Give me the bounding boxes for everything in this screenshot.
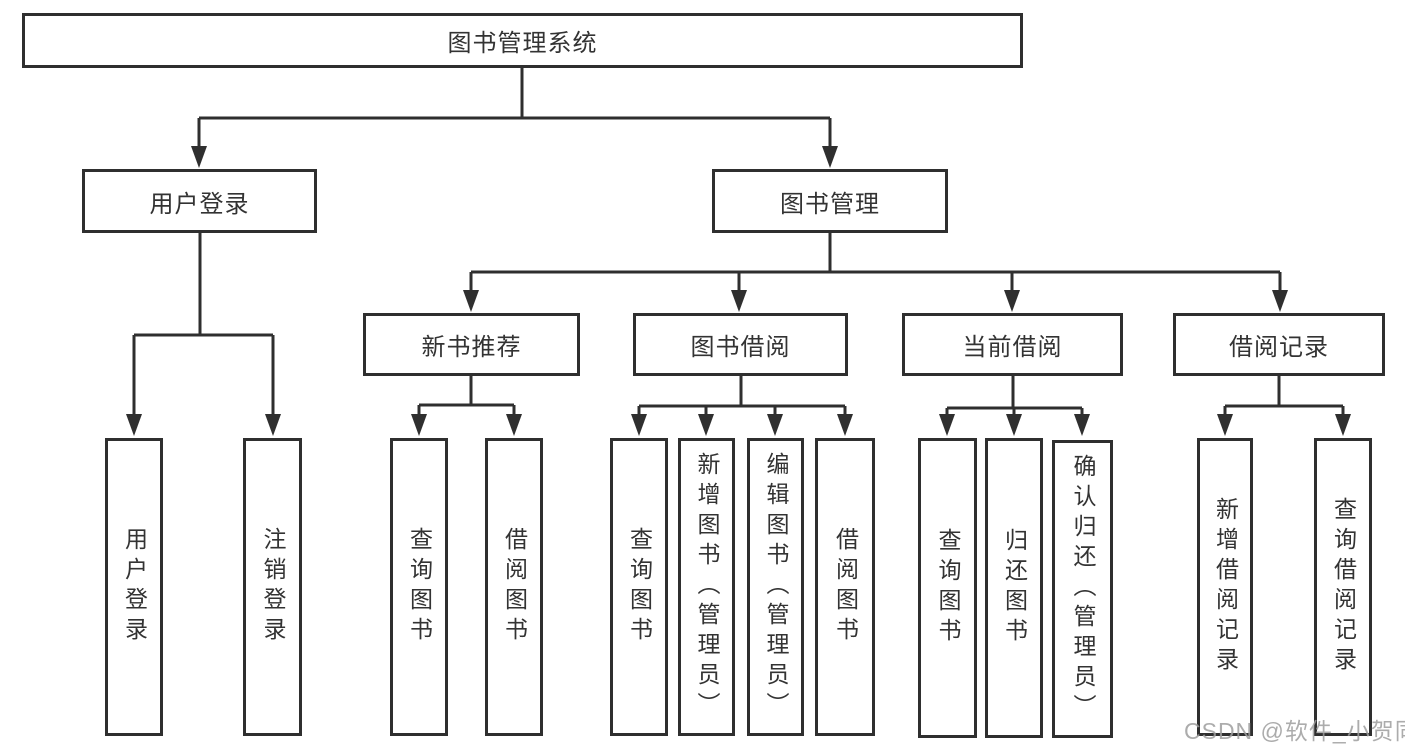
node-label: 查询图书 (626, 527, 653, 647)
arrowhead (631, 414, 647, 436)
arrowhead (1335, 414, 1351, 436)
arrowhead (731, 290, 747, 312)
node-login: 用户登录 (105, 438, 163, 736)
arrowhead (1074, 414, 1090, 436)
node-label: 当前借阅 (962, 334, 1063, 361)
node-label: 查询借阅记录 (1330, 497, 1357, 677)
connector-book-borrow-children (631, 376, 853, 436)
node-user-login: 用户登录 (82, 169, 317, 233)
node-label: 借阅记录 (1229, 334, 1329, 361)
arrowhead (506, 414, 522, 436)
arrowhead (463, 290, 479, 312)
connector-root-to-level1 (191, 68, 838, 168)
node-cb-return-books: 归还图书 (985, 438, 1043, 738)
node-label: 新增图书（管理员） (694, 452, 720, 722)
arrowhead (1272, 290, 1288, 312)
node-cb-confirm-return-admin: 确认归还（管理员） (1052, 440, 1113, 738)
node-label: 新增借阅记录 (1212, 497, 1239, 677)
connector-new-book-rec-children (411, 376, 522, 436)
connector-user-login-children (126, 232, 281, 436)
node-label: 新书推荐 (421, 334, 522, 361)
arrowhead (767, 414, 783, 436)
node-label: 图书借阅 (690, 334, 791, 361)
connector-book-mgmt-children (463, 233, 1288, 312)
arrowhead (126, 414, 142, 436)
node-label: 图书管理 (780, 190, 880, 218)
node-book-borrow: 图书借阅 (633, 313, 848, 376)
node-logout: 注销登录 (243, 438, 302, 736)
node-label: 归还图书 (1001, 528, 1028, 648)
node-label: 注销登录 (260, 527, 286, 647)
arrowhead (191, 146, 207, 168)
node-br-query-record: 查询借阅记录 (1314, 438, 1372, 736)
node-current-borrow: 当前借阅 (902, 313, 1123, 376)
node-new-book-rec: 新书推荐 (363, 313, 580, 376)
arrowhead (411, 414, 427, 436)
arrowhead (1004, 290, 1020, 312)
node-bb-query-books: 查询图书 (610, 438, 668, 736)
node-label: 图书管理系统 (447, 30, 598, 57)
node-cb-query-books: 查询图书 (918, 438, 977, 738)
node-br-add-record: 新增借阅记录 (1197, 438, 1253, 736)
node-label: 用户登录 (149, 190, 250, 218)
arrowhead (1217, 414, 1233, 436)
arrowhead (837, 414, 853, 436)
node-nbr-query-books: 查询图书 (390, 438, 448, 736)
csdn-watermark: CSDN @软件_小贺同学 (1184, 718, 1405, 744)
node-root: 图书管理系统 (22, 13, 1023, 68)
node-bb-edit-books-admin: 编辑图书（管理员） (747, 438, 804, 736)
node-label: 借阅图书 (501, 527, 528, 647)
node-label: 借阅图书 (832, 527, 859, 647)
connector-current-borrow-children (939, 376, 1090, 436)
node-label: 查询图书 (406, 527, 433, 647)
node-label: 用户登录 (121, 527, 148, 647)
node-book-mgmt: 图书管理 (712, 169, 948, 233)
node-nbr-borrow-books: 借阅图书 (485, 438, 543, 736)
arrowhead (822, 146, 838, 168)
node-label: 确认归还（管理员） (1070, 454, 1096, 724)
arrowhead (698, 414, 714, 436)
node-label: 编辑图书（管理员） (763, 452, 789, 722)
node-bb-add-books-admin: 新增图书（管理员） (678, 438, 735, 736)
node-bb-borrow-books: 借阅图书 (815, 438, 875, 736)
arrowhead (1006, 414, 1022, 436)
node-borrow-records: 借阅记录 (1173, 313, 1385, 376)
connector-borrow-records-children (1217, 376, 1351, 436)
node-label: 查询图书 (935, 528, 961, 648)
arrowhead (265, 414, 281, 436)
arrowhead (939, 414, 955, 436)
